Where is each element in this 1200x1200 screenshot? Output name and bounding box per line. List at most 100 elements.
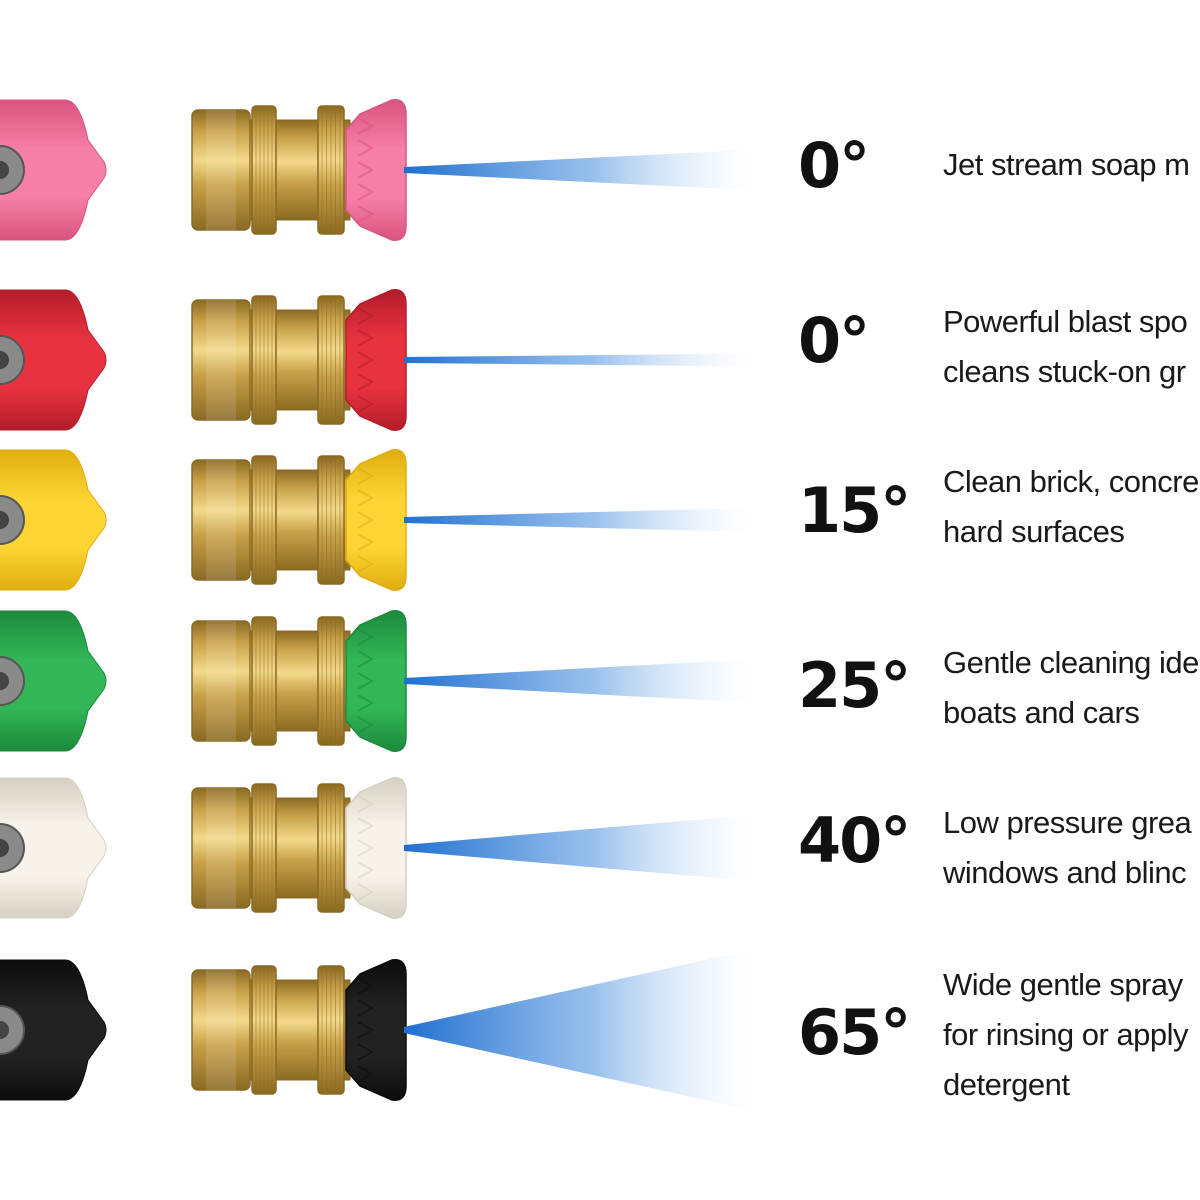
spray-pattern (404, 659, 750, 703)
tip-grip-ridge (357, 716, 375, 734)
front-view-tip (0, 777, 107, 919)
tip-grip-ridge (357, 351, 375, 369)
front-view-tip (0, 99, 107, 241)
tip-grip-ridge (357, 395, 375, 413)
knurled-ring (251, 295, 277, 425)
front-view-tip (0, 959, 107, 1101)
tip-grip-ridge (357, 555, 375, 573)
nozzle-row-yellow: 15° Clean brick, concre hard surfaces (0, 440, 1200, 591)
tip-grip-ridge (357, 329, 375, 347)
brass-highlight (206, 788, 236, 908)
nozzle-description: Gentle cleaning ide boats and cars (943, 638, 1200, 738)
description-line: hard surfaces (943, 514, 1125, 549)
brass-highlight (206, 970, 236, 1090)
nozzle-description: Wide gentle spray for rinsing or apply d… (943, 960, 1200, 1110)
spray-angle-label: 0° (798, 304, 870, 377)
tip-grip-ridge (357, 1065, 375, 1083)
front-view-tip (0, 289, 107, 431)
tip-grip-ridge (357, 117, 375, 135)
tip-grip-ridge (357, 861, 375, 879)
brass-highlight (206, 110, 236, 230)
orifice-hole (0, 1021, 9, 1039)
tip-grip-ridge (357, 183, 375, 201)
brass-highlight (206, 621, 236, 741)
nozzle-row-green: 25° Gentle cleaning ide boats and cars (0, 603, 1200, 753)
tip-grip-ridge (357, 307, 375, 325)
orifice-ring (0, 823, 25, 873)
tip-grip-ridge (357, 650, 375, 668)
side-view-tip (345, 777, 407, 919)
orifice-ring (0, 495, 25, 545)
tip-grip-ridge (357, 161, 375, 179)
tip-grip-ridge (357, 817, 375, 835)
nozzle-illustration (0, 950, 750, 1110)
tip-grip-ridge (357, 977, 375, 995)
side-view-tip (345, 289, 407, 431)
nozzle-illustration (0, 289, 750, 431)
orifice-ring (0, 335, 25, 385)
front-view-tip (0, 610, 107, 752)
tip-grip-ridge (357, 999, 375, 1017)
tip-grip-ridge (357, 511, 375, 529)
side-view-tip (345, 99, 407, 241)
knurled-ring (251, 105, 277, 235)
knurled-ring (317, 965, 345, 1095)
brass-highlight (206, 300, 236, 420)
nozzle-description: Clean brick, concre hard surfaces (943, 457, 1200, 557)
orifice-hole (0, 511, 9, 529)
knurled-ring (251, 783, 277, 913)
tip-grip-ridge (357, 1021, 375, 1039)
front-view-tip (0, 449, 107, 591)
orifice-hole (0, 839, 9, 857)
spray-angle-label: 25° (798, 649, 911, 722)
tip-grip-ridge (357, 467, 375, 485)
description-line: windows and blinc (943, 855, 1187, 890)
nozzle-illustration (0, 449, 750, 591)
description-line: detergent (943, 1067, 1070, 1102)
side-view-tip (345, 449, 407, 591)
description-line: boats and cars (943, 695, 1140, 730)
description-line: Jet stream soap m (943, 147, 1190, 182)
tip-grip-ridge (357, 672, 375, 690)
brass-highlight (206, 460, 236, 580)
nozzle-row-pink: 0° Jet stream soap m (0, 95, 1200, 245)
orifice-ring (0, 656, 25, 706)
description-line: Wide gentle spray (943, 967, 1183, 1002)
nozzle-row-red: 0° Powerful blast spo cleans stuck-on gr (0, 280, 1200, 431)
tip-grip-ridge (357, 795, 375, 813)
nozzle-illustration (0, 777, 750, 919)
spray-angle-label: 15° (798, 474, 911, 547)
orifice-ring (0, 145, 25, 195)
nozzle-illustration (0, 610, 750, 752)
spray-angle-label: 40° (798, 804, 911, 877)
tip-grip-ridge (357, 205, 375, 223)
description-line: for rinsing or apply (943, 1017, 1189, 1052)
nozzle-description: Powerful blast spo cleans stuck-on gr (943, 297, 1200, 397)
description-line: cleans stuck-on gr (943, 354, 1186, 389)
spray-pattern (404, 950, 750, 1110)
orifice-hole (0, 161, 9, 179)
description-line: Clean brick, concre (943, 464, 1199, 499)
spray-pattern (404, 815, 750, 881)
spray-angle-label: 65° (798, 996, 911, 1069)
spray-pattern (404, 508, 750, 532)
tip-grip-ridge (357, 883, 375, 901)
tip-grip-ridge (357, 533, 375, 551)
knurled-ring (251, 455, 277, 585)
side-view-tip (345, 610, 407, 752)
nozzle-description: Jet stream soap m (943, 140, 1200, 190)
description-line: Gentle cleaning ide (943, 645, 1199, 680)
orifice-ring (0, 1005, 25, 1055)
tip-grip-ridge (357, 1043, 375, 1061)
nozzle-row-black: 65° Wide gentle spray for rinsing or app… (0, 945, 1200, 1115)
spray-pattern (404, 150, 750, 190)
tip-grip-ridge (357, 489, 375, 507)
tip-grip-ridge (357, 628, 375, 646)
tip-grip-ridge (357, 694, 375, 712)
orifice-hole (0, 672, 9, 690)
knurled-ring (317, 783, 345, 913)
side-view-tip (345, 959, 407, 1101)
knurled-ring (317, 295, 345, 425)
knurled-ring (251, 616, 277, 746)
spray-angle-label: 0° (798, 129, 870, 202)
